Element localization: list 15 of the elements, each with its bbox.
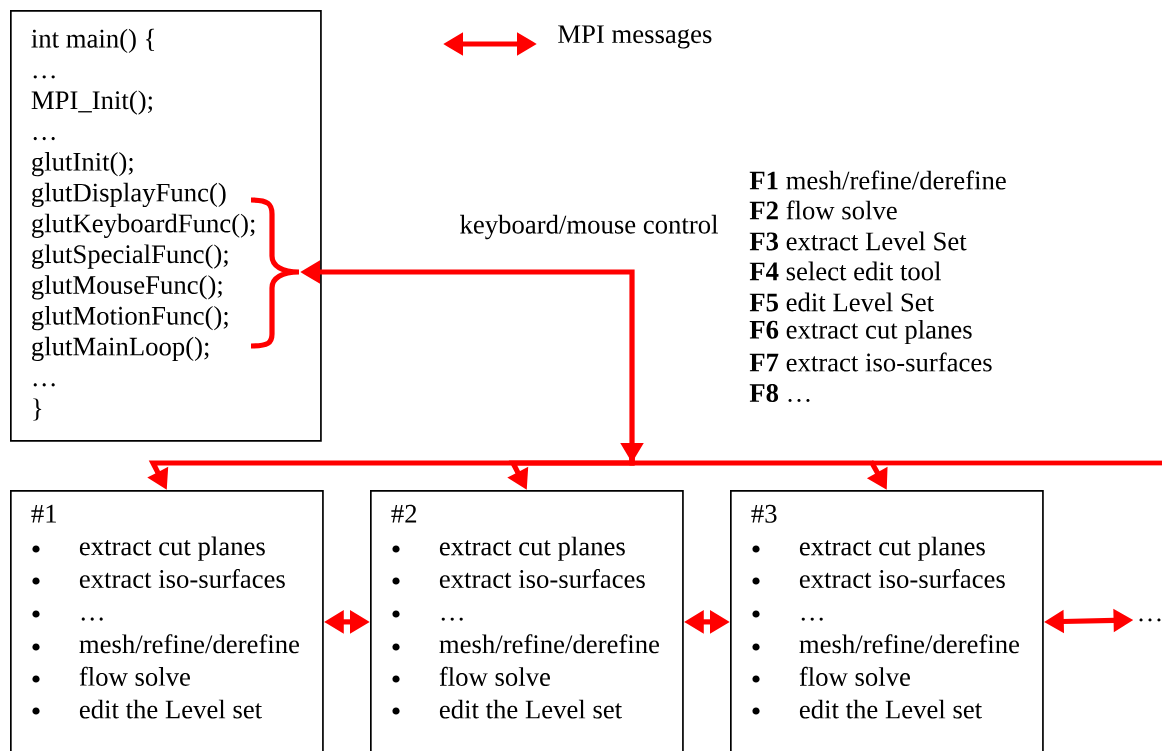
function-key-label: F4 select edit tool: [749, 261, 941, 281]
function-key-label: F6 extract cut planes: [749, 319, 972, 345]
process-box: #1 extract cut planes extract iso-surfaces … mesh/refine/derefine flow solve edit the Level set: [10, 490, 324, 751]
process-box: #3 extract cut planes extract iso-surfaces … mesh/refine/derefine flow solve edit the Level set: [730, 490, 1044, 751]
function-key-label: F1 mesh/refine/derefine: [749, 170, 1006, 190]
function-key-label: F7 extract iso-surfaces: [749, 352, 992, 372]
function-key-label: F8 …: [749, 383, 810, 403]
function-key-label: F2 flow solve: [749, 200, 897, 220]
legend-label: MPI messages: [558, 25, 712, 49]
function-key-label: F3 extract Level Set: [749, 231, 967, 251]
edge-label: keyboard/mouse control: [460, 214, 718, 240]
function-key-label: F5 edit Level Set: [749, 292, 934, 312]
process-box: #2 extract cut planes extract iso-surfaces … mesh/refine/derefine flow solve edit the Level set: [370, 490, 684, 751]
ellipsis-text: …: [1139, 618, 1161, 622]
code-box: int main() { … MPI_Init(); … glutInit(); glutDisplayFunc() glutKeyboardFunc(); glutSpecialFunc(); glutMouseFunc(); glutMotionFunc(); glutMainLoop(); … }: [10, 10, 322, 442]
